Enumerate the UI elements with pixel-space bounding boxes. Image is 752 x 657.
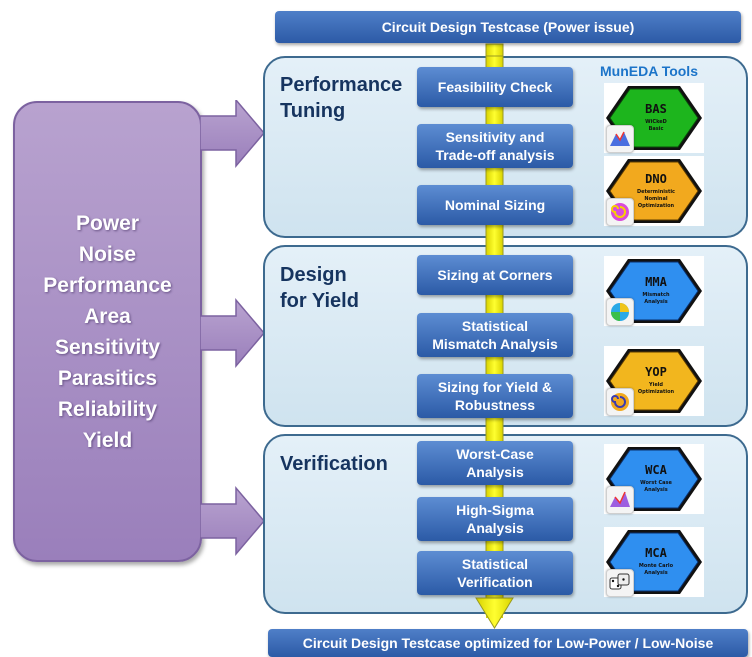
svg-text:WCA: WCA [645, 463, 667, 477]
svg-text:Optimization: Optimization [638, 203, 675, 209]
svg-text:Optimization: Optimization [638, 389, 675, 395]
arrow-yield [200, 297, 265, 369]
svg-text:WiCkeD: WiCkeD [645, 119, 667, 125]
arrow-verification [200, 485, 265, 557]
tool-bas: BAS WiCkeD Basic [604, 83, 704, 153]
tools-label: MunEDA Tools [600, 63, 698, 79]
svg-text:Monte Carlo: Monte Carlo [639, 563, 674, 569]
stage-title-verification: Verification [280, 453, 388, 475]
svg-text:Analysis: Analysis [644, 570, 667, 576]
stage-title-yield: Design for Yield [280, 264, 359, 312]
step-sizing-yield: Sizing for Yield & Robustness [417, 374, 573, 418]
requirement-item: Yield [82, 428, 133, 452]
spiral-icon [606, 198, 634, 226]
step-worst-case: Worst-Case Analysis [417, 441, 573, 485]
surface-plot-icon [606, 125, 634, 153]
svg-text:BAS: BAS [645, 102, 667, 116]
step-feasibility-check: Feasibility Check [417, 67, 573, 107]
sphere-icon [606, 298, 634, 326]
step-statistical-verification: Statistical Verification [417, 551, 573, 595]
stage-title-performance: Performance Tuning [280, 74, 403, 122]
tool-mma: MMA Mismatch Analysis [604, 256, 704, 326]
step-high-sigma: High-Sigma Analysis [417, 497, 573, 541]
requirement-item: Performance [43, 273, 172, 297]
svg-text:Mismatch: Mismatch [642, 292, 670, 298]
requirement-item: Area [84, 304, 131, 328]
svg-text:Analysis: Analysis [644, 299, 667, 305]
surface-plot-icon [606, 486, 634, 514]
spiral-icon [606, 388, 634, 416]
svg-text:Worst Case: Worst Case [640, 480, 672, 486]
tool-wca: WCA Worst Case Analysis [604, 444, 704, 514]
tool-dno: DNO Deterministic Nominal Optimization [604, 156, 704, 226]
tool-mca: MCA Monte Carlo Analysis [604, 527, 704, 597]
svg-text:MMA: MMA [645, 275, 667, 289]
requirement-item: Reliability [57, 397, 158, 421]
requirement-item: Power [75, 211, 140, 235]
svg-text:Yield: Yield [648, 382, 663, 388]
step-sensitivity-tradeoff: Sensitivity and Trade-off analysis [417, 124, 573, 168]
dice-icon [606, 569, 634, 597]
svg-text:DNO: DNO [645, 172, 667, 186]
requirement-item: Noise [78, 242, 137, 266]
svg-text:YOP: YOP [645, 365, 667, 379]
step-mismatch-analysis: Statistical Mismatch Analysis [417, 313, 573, 357]
requirement-item: Parasitics [57, 366, 158, 390]
svg-text:Deterministic: Deterministic [637, 189, 675, 195]
svg-text:Basic: Basic [649, 126, 664, 132]
svg-text:Analysis: Analysis [644, 487, 667, 493]
step-nominal-sizing: Nominal Sizing [417, 185, 573, 225]
link-arrows [200, 100, 265, 557]
svg-text:MCA: MCA [645, 546, 667, 560]
svg-text:Nominal: Nominal [644, 196, 667, 202]
arrow-performance [200, 100, 265, 169]
footer-banner: Circuit Design Testcase optimized for Lo… [268, 629, 748, 657]
requirement-item: Sensitivity [54, 335, 161, 359]
requirements-box: Power Noise Performance Area Sensitivity… [13, 101, 202, 562]
step-sizing-corners: Sizing at Corners [417, 255, 573, 295]
tool-yop: YOP Yield Optimization [604, 346, 704, 416]
header-banner: Circuit Design Testcase (Power issue) [275, 11, 741, 43]
